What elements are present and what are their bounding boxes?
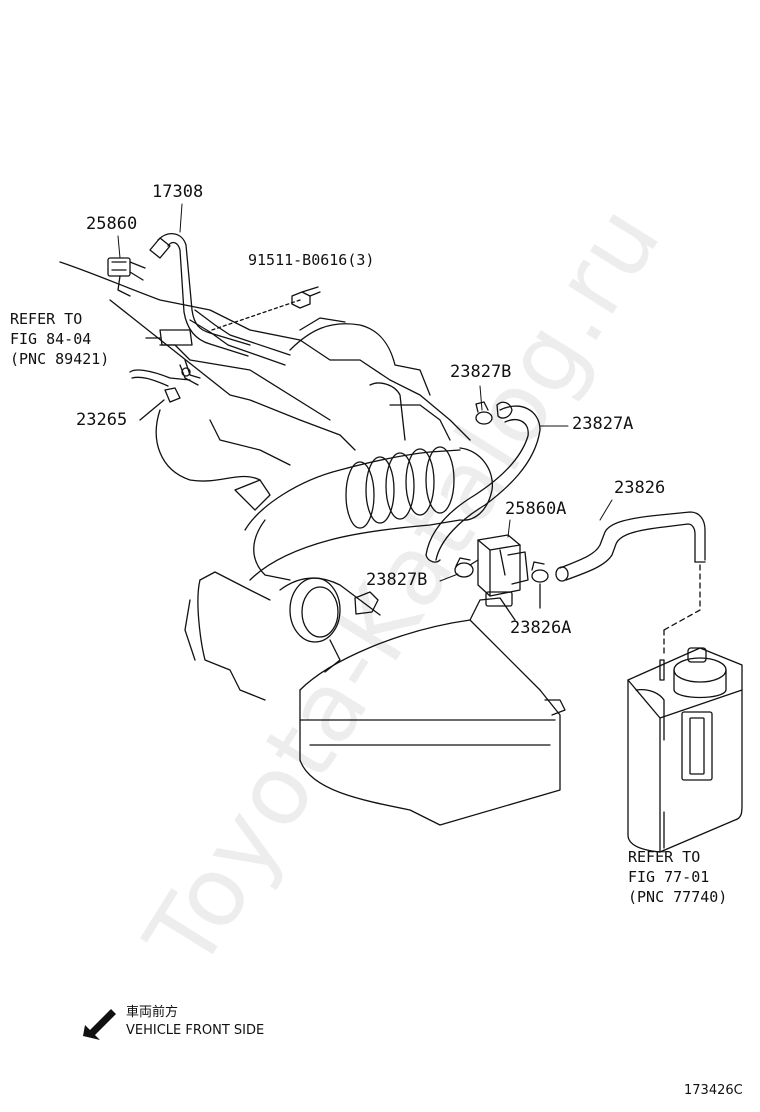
part-label-23827B-top: 23827B [450, 362, 512, 382]
vehicle-front-arrow [83, 1009, 116, 1040]
direction-english: VEHICLE FRONT SIDE [126, 1023, 265, 1038]
vsv-25860 [107, 257, 146, 297]
part-label-23827A: 23827A [572, 414, 634, 434]
refer-left-line1: REFER TO [10, 310, 83, 328]
clamp-23827B-top [475, 401, 493, 425]
part-label-23826A: 23826A [510, 618, 572, 638]
part-label-23265: 23265 [76, 410, 128, 430]
part-label-23827B-mid: 23827B [366, 570, 428, 590]
air-cleaner-box [299, 597, 566, 826]
part-label-25860: 25860 [86, 214, 138, 234]
intake-duct [244, 446, 494, 643]
part-label-25860A: 25860A [505, 499, 567, 519]
figure-id: 173426C [684, 1083, 743, 1098]
leader-lines [117, 203, 665, 846]
part-label-91511: 91511-B0616(3) [248, 251, 375, 269]
sensor-23265 [129, 329, 201, 421]
refer-left-line2: FIG 84-04 [10, 330, 92, 348]
vsv-25860A [469, 534, 529, 607]
bolt-91511 [211, 286, 321, 331]
part-label-17308: 17308 [152, 182, 204, 202]
refer-right-line3: (PNC 77740) [628, 888, 728, 906]
part-label-23826: 23826 [614, 478, 666, 498]
refer-right-line2: FIG 77-01 [628, 868, 710, 886]
clamp-23827B-mid [454, 557, 474, 578]
direction-japanese: 車両前方 [126, 1005, 179, 1020]
refer-right-line1: REFER TO [628, 848, 701, 866]
hose-23826 [555, 511, 706, 656]
hose-17308 [149, 233, 291, 366]
hose-23827A [425, 401, 541, 563]
refer-left-line3: (PNC 89421) [10, 350, 110, 368]
clamp-23826A [531, 561, 549, 609]
charcoal-canister [627, 647, 743, 853]
